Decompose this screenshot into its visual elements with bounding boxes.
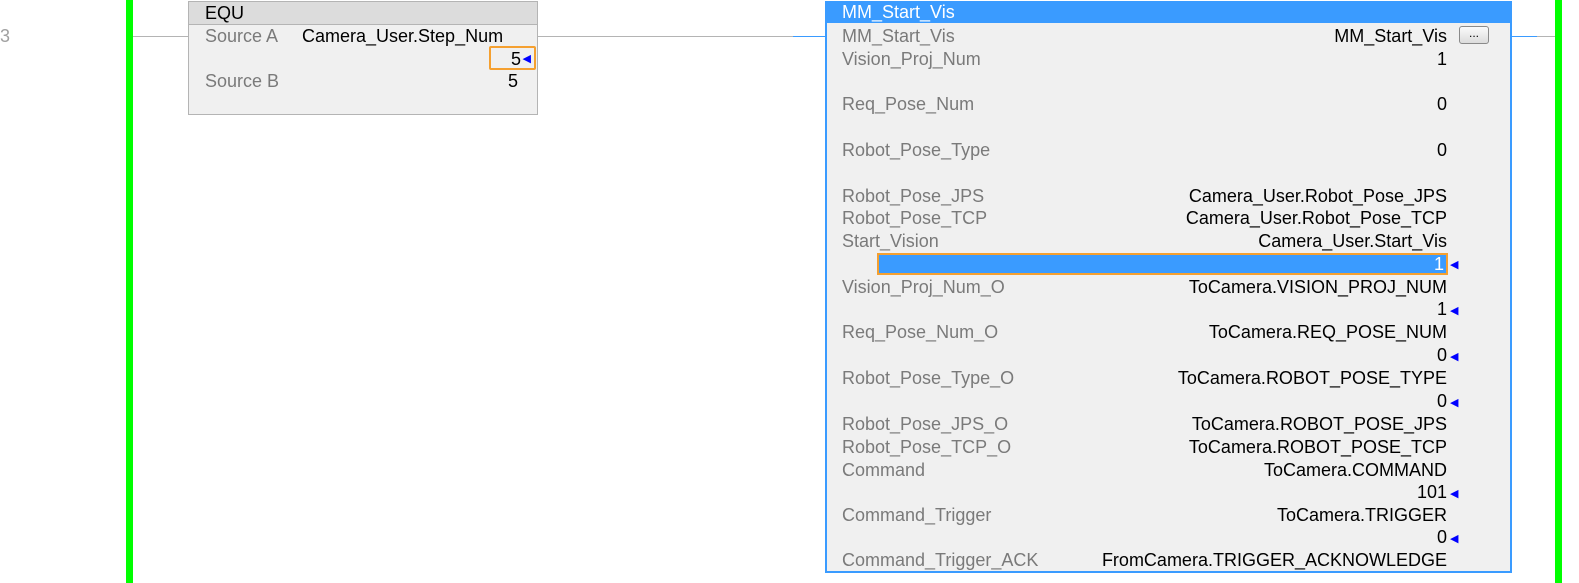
- aoi-row-tag[interactable]: ToCamera.COMMAND: [1263, 460, 1447, 480]
- equ-source-b-label: Source B: [205, 71, 280, 91]
- equ-instruction[interactable]: EQU: [188, 1, 538, 115]
- equ-source-a-tag[interactable]: Camera_User.Step_Num: [302, 26, 504, 46]
- aoi-row-tag[interactable]: 0: [1436, 94, 1447, 114]
- aoi-row-value[interactable]: 101: [1416, 482, 1447, 502]
- left-arrow-icon: ◀: [1450, 305, 1459, 317]
- rung-number: 3: [0, 26, 11, 46]
- aoi-row-label: Req_Pose_Num_O: [842, 322, 999, 342]
- wire-left: [133, 36, 188, 37]
- right-power-rail: [1555, 0, 1562, 583]
- left-arrow-icon: ◀: [1450, 351, 1459, 363]
- wire-right: [1537, 36, 1555, 37]
- left-arrow-icon: ◀: [522, 53, 531, 65]
- aoi-row-value[interactable]: 0: [1436, 345, 1447, 365]
- equ-source-a-label: Source A: [205, 26, 279, 46]
- aoi-row-tag[interactable]: ToCamera.TRIGGER: [1276, 505, 1447, 525]
- wire-right-selected: [1512, 36, 1537, 37]
- aoi-row-tag[interactable]: ToCamera.ROBOT_POSE_JPS: [1191, 414, 1447, 434]
- aoi-row-label: Robot_Pose_JPS: [842, 186, 985, 206]
- aoi-row-value[interactable]: 0: [1436, 391, 1447, 411]
- aoi-instruction[interactable]: [825, 1, 1512, 573]
- aoi-title[interactable]: MM_Start_Vis: [825, 1, 1512, 23]
- aoi-row-label: Robot_Pose_JPS_O: [842, 414, 1009, 434]
- left-arrow-icon: ◀: [1450, 397, 1459, 409]
- left-arrow-icon: ◀: [1450, 259, 1459, 271]
- aoi-row-value: 1: [1433, 254, 1444, 274]
- aoi-row-label: Robot_Pose_Type_O: [842, 368, 1015, 388]
- aoi-row-label: Start_Vision: [842, 231, 939, 251]
- aoi-row-label: Robot_Pose_TCP: [842, 208, 988, 228]
- equ-source-a-value: 5: [510, 49, 521, 69]
- aoi-row-tag[interactable]: Camera_User.Robot_Pose_JPS: [1188, 186, 1447, 206]
- equ-source-b-value[interactable]: 5: [508, 71, 519, 91]
- aoi-row-label: Command_Trigger_ACK: [842, 550, 1039, 570]
- equ-title: EQU: [189, 2, 537, 25]
- aoi-row-tag[interactable]: ToCamera.ROBOT_POSE_TCP: [1188, 437, 1447, 457]
- aoi-row-label: Req_Pose_Num: [842, 94, 975, 114]
- left-power-rail: [126, 0, 133, 583]
- aoi-row-value[interactable]: 1: [1436, 299, 1447, 319]
- aoi-row-label: Command: [842, 460, 926, 480]
- aoi-row-label: Command_Trigger: [842, 505, 992, 525]
- aoi-row-label: Vision_Proj_Num: [842, 49, 981, 69]
- aoi-row-label: Vision_Proj_Num_O: [842, 277, 1005, 297]
- aoi-row-tag[interactable]: ToCamera.VISION_PROJ_NUM: [1188, 277, 1447, 297]
- wire-middle-selected: [793, 36, 825, 37]
- aoi-row-value[interactable]: 0: [1436, 527, 1447, 547]
- aoi-row-tag[interactable]: 0: [1436, 140, 1447, 160]
- left-arrow-icon: ◀: [1450, 488, 1459, 500]
- aoi-row-tag[interactable]: ToCamera.ROBOT_POSE_TYPE: [1177, 368, 1447, 388]
- aoi-row-label: MM_Start_Vis: [842, 26, 955, 46]
- left-arrow-icon: ◀: [1450, 533, 1459, 545]
- aoi-row-label: Robot_Pose_Type: [842, 140, 991, 160]
- aoi-row-tag[interactable]: FromCamera.TRIGGER_ACKNOWLEDGE: [1101, 550, 1447, 570]
- wire-middle: [538, 36, 793, 37]
- aoi-row-tag[interactable]: ToCamera.REQ_POSE_NUM: [1208, 322, 1447, 342]
- aoi-row-tag[interactable]: 1: [1436, 49, 1447, 69]
- aoi-properties-button[interactable]: ...: [1459, 26, 1489, 44]
- aoi-row-tag[interactable]: Camera_User.Start_Vis: [1258, 231, 1447, 251]
- aoi-row-tag[interactable]: MM_Start_Vis: [1334, 26, 1447, 46]
- aoi-row-value-selected[interactable]: 1: [877, 253, 1448, 275]
- aoi-row-tag[interactable]: Camera_User.Robot_Pose_TCP: [1185, 208, 1447, 228]
- equ-source-a-value-box[interactable]: 5 ◀: [489, 46, 536, 70]
- aoi-row-label: Robot_Pose_TCP_O: [842, 437, 1012, 457]
